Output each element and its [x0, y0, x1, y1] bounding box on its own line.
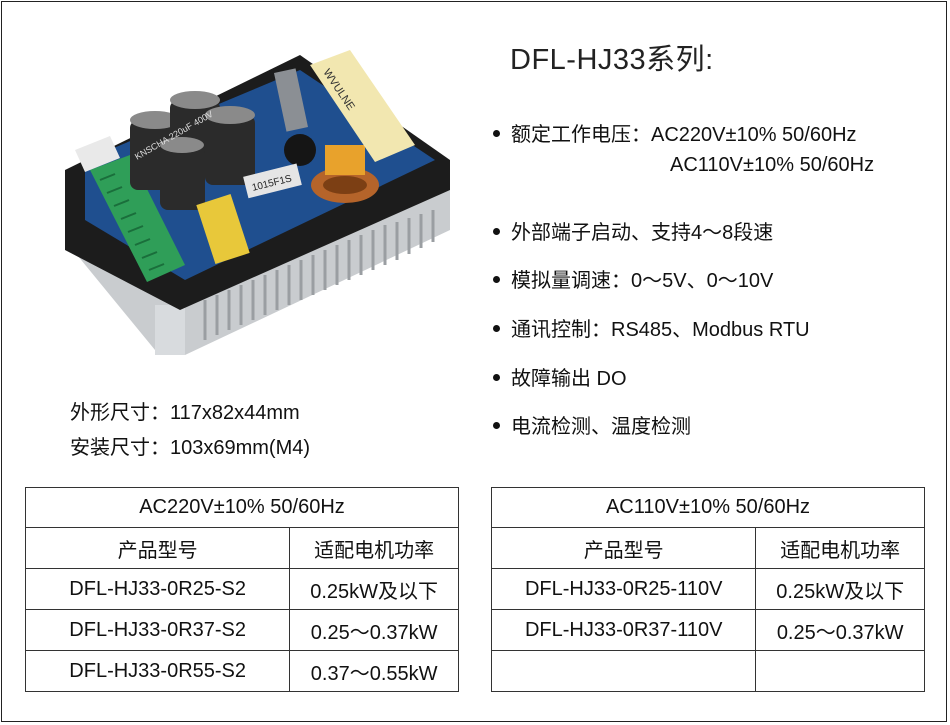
feature-text: 模拟量调速：0～5V、0～10V — [511, 270, 774, 292]
table-row: DFL-HJ33-0R37-110V 0.25～0.37kW — [490, 609, 925, 651]
bullet-icon — [493, 325, 500, 333]
column-header-power: 适配电机功率 — [755, 527, 925, 569]
feature-text: 电流检测、温度检测 — [511, 416, 691, 438]
feature-analog: 模拟量调速：0～5V、0～10V — [493, 264, 773, 293]
power-cell: 0.25kW及以下 — [289, 568, 459, 610]
model-cell: DFL-HJ33-0R37-110V — [490, 609, 757, 651]
bullet-icon — [493, 276, 500, 284]
bullet-icon — [493, 374, 500, 382]
feature-text: 通讯控制：RS485、Modbus RTU — [511, 319, 810, 341]
model-cell: DFL-HJ33-0R25-110V — [490, 568, 757, 610]
column-header-model: 产品型号 — [490, 527, 757, 569]
feature-text: 额定工作电压：AC220V±10% 50/60Hz — [511, 124, 857, 146]
column-header-model: 产品型号 — [24, 527, 291, 569]
power-cell: 0.25～0.37kW — [289, 609, 459, 651]
feature-detection: 电流检测、温度检测 — [493, 410, 691, 439]
product-photo: KNSCHA 220uF 400V 1015F1S WVULNE — [65, 50, 450, 355]
power-cell: 0.25kW及以下 — [755, 568, 925, 610]
column-header-power: 适配电机功率 — [289, 527, 459, 569]
model-cell: DFL-HJ33-0R25-S2 — [24, 568, 291, 610]
table-row: DFL-HJ33-0R25-S2 0.25kW及以下 — [24, 568, 459, 610]
table-row: DFL-HJ33-0R25-110V 0.25kW及以下 — [490, 568, 925, 610]
table-row: DFL-HJ33-0R37-S2 0.25～0.37kW — [24, 609, 459, 651]
page-title: DFL-HJ33系列: — [510, 44, 714, 76]
table-row: DFL-HJ33-0R55-S2 0.37～0.55kW — [24, 650, 459, 692]
feature-voltage-110: AC110V±10% 50/60Hz — [670, 154, 875, 176]
feature-text: 外部端子启动、支持4～8段速 — [511, 222, 774, 244]
model-cell: DFL-HJ33-0R55-S2 — [24, 650, 291, 692]
feature-text: 故障输出 DO — [511, 368, 627, 390]
mounting-dimensions: 安装尺寸：103x69mm(M4) — [70, 437, 311, 459]
feature-speed: 外部端子启动、支持4～8段速 — [493, 216, 773, 245]
power-cell: 0.37～0.55kW — [289, 650, 459, 692]
table-row — [490, 650, 925, 692]
feature-comm: 通讯控制：RS485、Modbus RTU — [493, 313, 810, 342]
feature-voltage: 额定工作电压：AC220V±10% 50/60Hz — [493, 118, 857, 147]
bullet-icon — [493, 130, 500, 138]
table-header: AC110V±10% 50/60Hz — [491, 487, 925, 528]
model-cell: DFL-HJ33-0R37-S2 — [24, 609, 291, 651]
bullet-icon — [493, 228, 500, 236]
outline-dimensions: 外形尺寸：117x82x44mm — [70, 402, 300, 424]
feature-fault: 故障输出 DO — [493, 362, 627, 391]
spec-table-110v: AC110V±10% 50/60Hz 产品型号 适配电机功率 DFL-HJ33-… — [490, 487, 925, 692]
power-cell: 0.25～0.37kW — [755, 609, 925, 651]
table-header: AC220V±10% 50/60Hz — [25, 487, 459, 528]
model-cell — [490, 650, 757, 692]
spec-table-220v: AC220V±10% 50/60Hz 产品型号 适配电机功率 DFL-HJ33-… — [24, 487, 459, 692]
power-cell — [755, 650, 925, 692]
bullet-icon — [493, 422, 500, 430]
